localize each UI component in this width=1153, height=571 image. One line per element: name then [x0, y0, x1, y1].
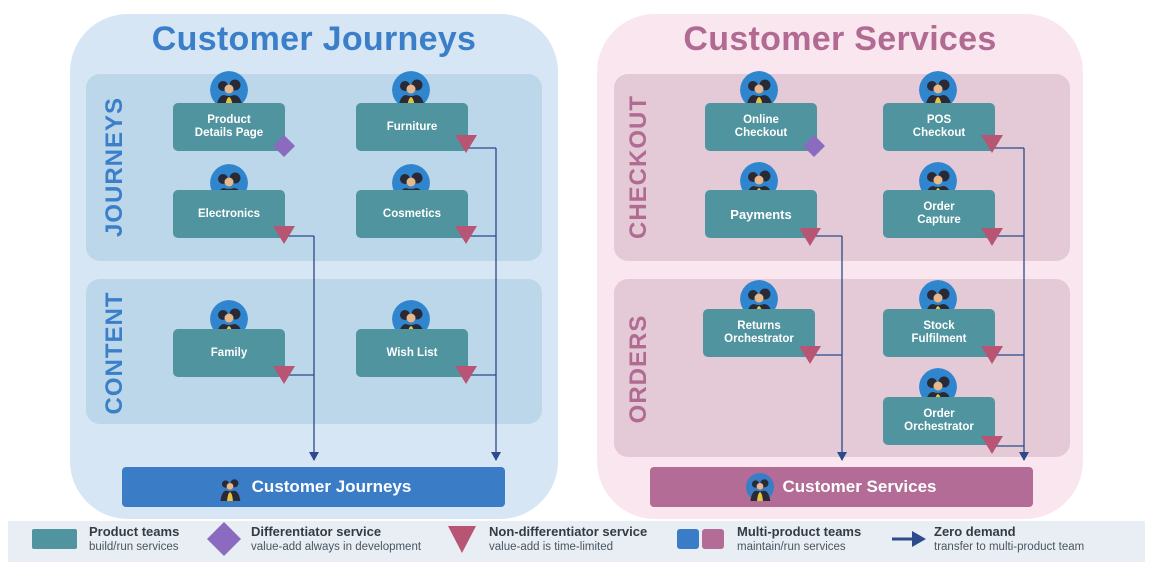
avatar-icon	[392, 300, 430, 338]
avatar-icon	[919, 280, 957, 318]
product-team-swatch-icon	[32, 529, 77, 549]
avatar-icon	[740, 71, 778, 109]
team-product-details-page[interactable]: Product Details Page	[173, 103, 285, 151]
non-differentiator-triangle-icon	[455, 366, 477, 384]
team-electronics[interactable]: Electronics	[173, 190, 285, 238]
team-online-checkout[interactable]: Online Checkout	[705, 103, 817, 151]
team-avatar-icon	[746, 473, 775, 501]
differentiator-diamond-icon	[803, 135, 825, 157]
non-differentiator-triangle-icon	[448, 526, 476, 553]
non-differentiator-triangle-icon	[981, 436, 1003, 454]
non-differentiator-triangle-icon	[455, 226, 477, 244]
customer-services-platform-label: Customer Services	[782, 477, 937, 496]
team-pos-checkout[interactable]: POS Checkout	[883, 103, 995, 151]
customer-journeys-platform-label: Customer Journeys	[251, 477, 412, 496]
customer-services-platform[interactable]: Customer Services	[650, 467, 1033, 507]
legend-product-teams-title: Product teams	[89, 524, 180, 539]
multi-product-blue-swatch-icon	[677, 529, 699, 549]
customer-journeys-title: Customer Journeys	[151, 20, 477, 58]
team-returns-orchestrator[interactable]: Returns Orchestrator	[703, 309, 815, 357]
legend-non-differentiator-title: Non-differentiator service	[489, 524, 648, 539]
team-order-orchestrator[interactable]: Order Orchestrator	[883, 397, 995, 445]
team-order-capture[interactable]: Order Capture	[883, 190, 995, 238]
non-differentiator-triangle-icon	[981, 346, 1003, 364]
legend-multi-product-title: Multi-product teams	[737, 524, 862, 539]
legend-differentiator-sub: value-add always in development	[251, 541, 422, 553]
team-avatar-icon	[215, 473, 244, 501]
multi-product-pink-swatch-icon	[702, 529, 724, 549]
differentiator-diamond-icon	[207, 522, 241, 556]
non-differentiator-triangle-icon	[799, 346, 821, 364]
team-family[interactable]: Family	[173, 329, 285, 377]
non-differentiator-triangle-icon	[455, 135, 477, 153]
zero-demand-arrow-icon	[892, 531, 926, 547]
team-furniture[interactable]: Furniture	[356, 103, 468, 151]
legend-zero-demand-sub: transfer to multi-product team	[934, 541, 1085, 553]
team-cosmetics[interactable]: Cosmetics	[356, 190, 468, 238]
legend-multi-product-sub: maintain/run services	[737, 541, 846, 553]
legend-non-differentiator-sub: value-add is time-limited	[489, 541, 613, 553]
customer-journeys-platform[interactable]: Customer Journeys	[122, 467, 505, 507]
non-differentiator-triangle-icon	[981, 135, 1003, 153]
legend-differentiator-title: Differentiator service	[251, 524, 382, 539]
non-differentiator-triangle-icon	[981, 228, 1003, 246]
legend-zero-demand-title: Zero demand	[934, 524, 1016, 539]
team-wish-list[interactable]: Wish List	[356, 329, 468, 377]
non-differentiator-triangle-icon	[273, 366, 295, 384]
legend	[8, 521, 1145, 562]
differentiator-diamond-icon	[273, 135, 295, 157]
team-stock-fulfilment[interactable]: Stock Fulfilment	[883, 309, 995, 357]
legend-product-teams-sub: build/run services	[89, 541, 179, 553]
customer-services-title: Customer Services	[683, 20, 997, 58]
team-payments[interactable]: Payments	[705, 190, 817, 238]
non-differentiator-triangle-icon	[273, 226, 295, 244]
non-differentiator-triangle-icon	[799, 228, 821, 246]
